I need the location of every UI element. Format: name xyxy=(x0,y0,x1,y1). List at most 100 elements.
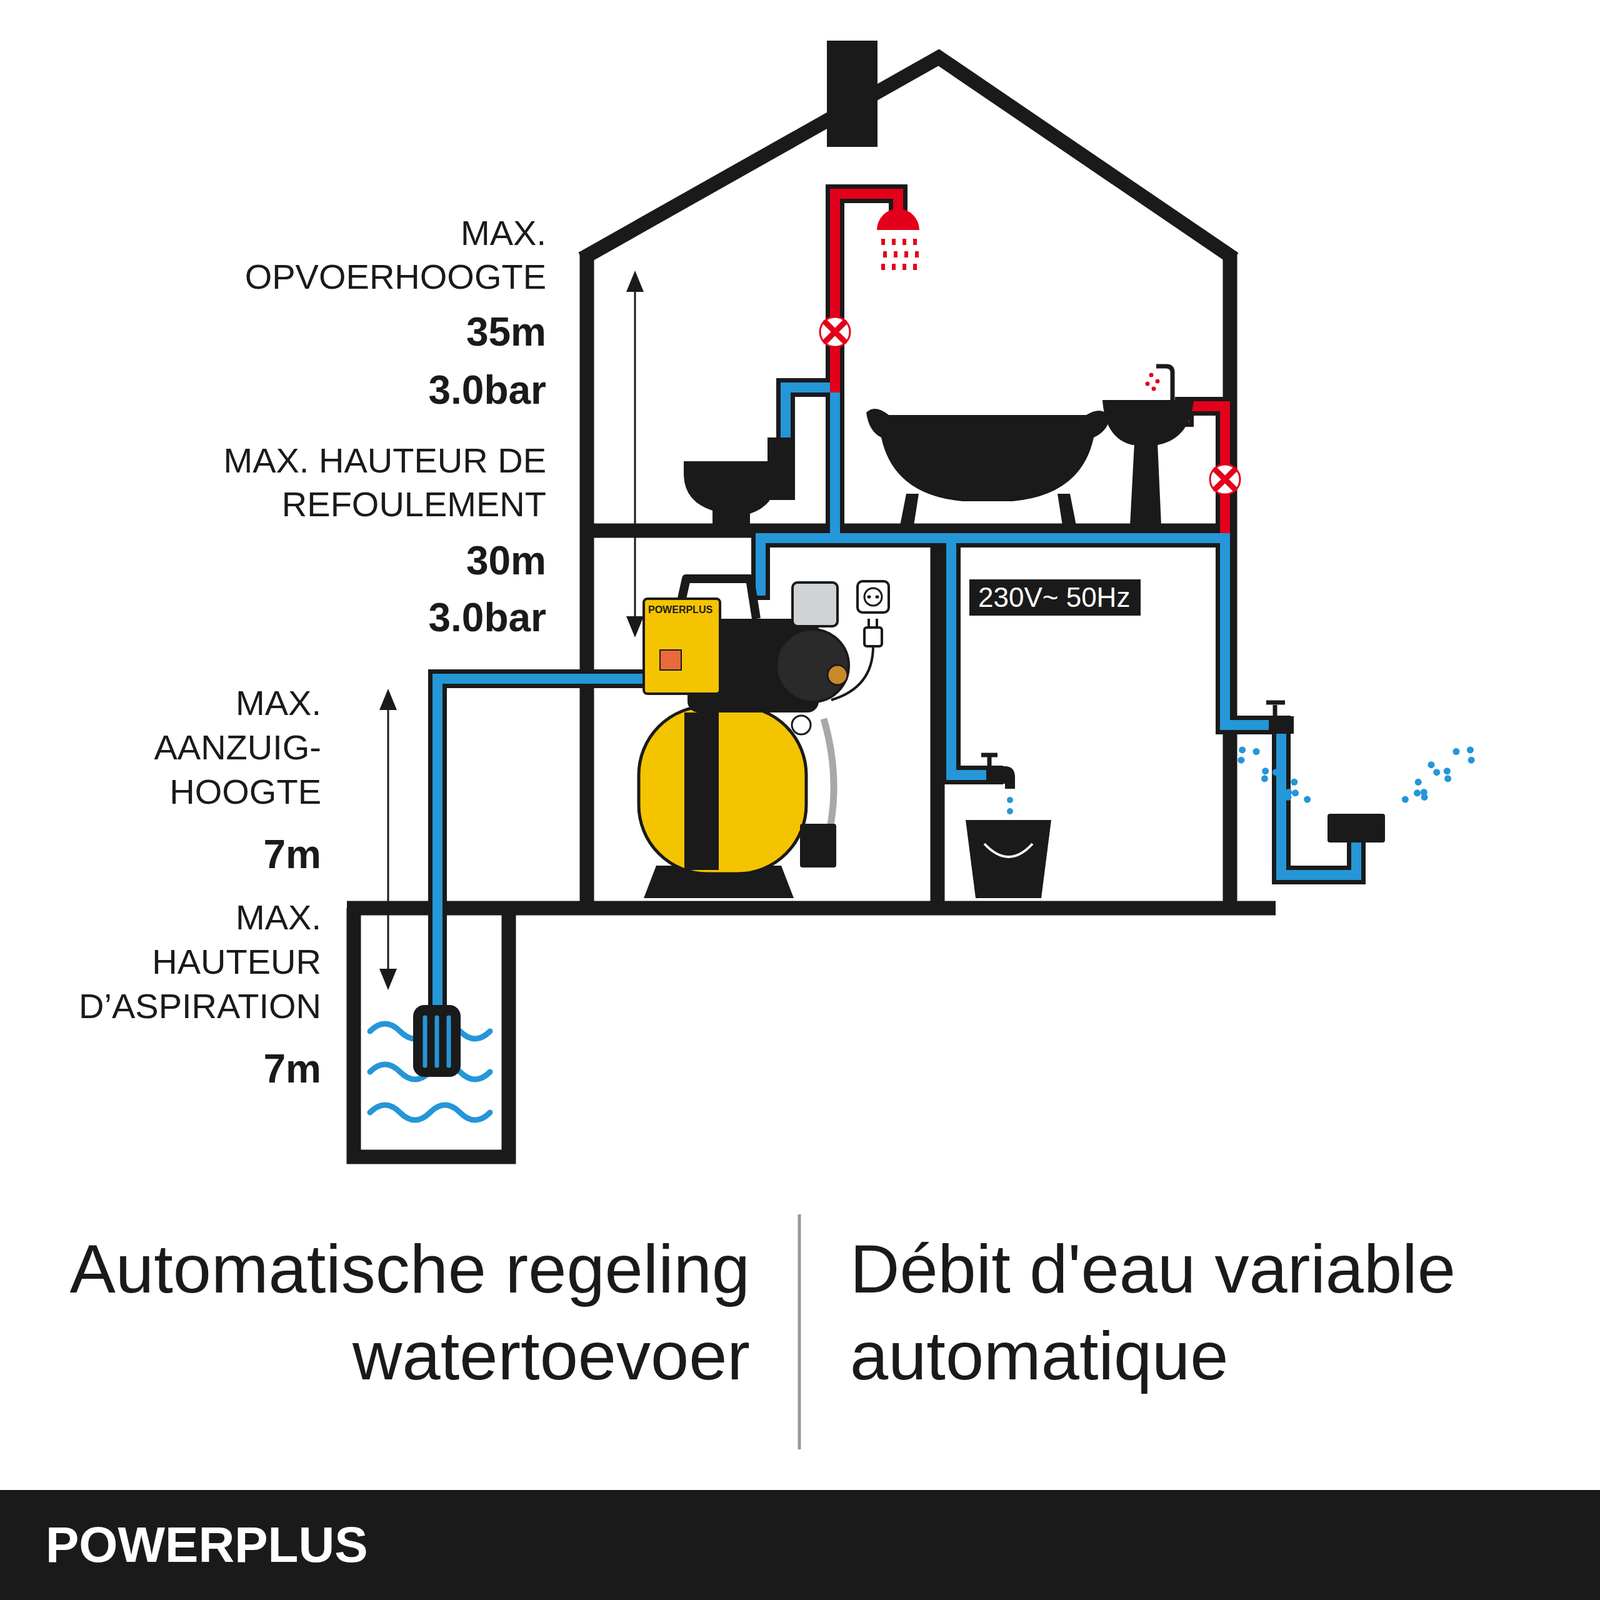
footer-bar xyxy=(0,1490,1600,1600)
dimension-label: MAX. AANZUIG- HOOGTE xyxy=(127,680,322,814)
dimension-label: MAX. OPVOERHOOGTE xyxy=(190,211,547,299)
spray-drop xyxy=(1413,789,1421,797)
spray-drop xyxy=(1303,796,1311,804)
pressure-switch xyxy=(800,823,837,868)
shower-drop xyxy=(915,251,919,258)
brand-logo: POWERPLUS xyxy=(648,603,717,617)
pipe xyxy=(951,538,994,775)
water-drop xyxy=(1006,808,1014,815)
dimension-value: 7m xyxy=(133,1043,322,1094)
strainer-cup xyxy=(792,582,838,627)
spray-drop xyxy=(1277,761,1285,769)
node-text: 230V~ 50Hz xyxy=(978,581,1132,614)
pressure-value: 3.0bar xyxy=(296,365,547,415)
tank-strap xyxy=(684,712,719,870)
pipe-outline xyxy=(951,538,994,775)
spray-drop xyxy=(1428,761,1435,769)
dimension-line xyxy=(387,701,390,978)
brand-name: POWERPLUS xyxy=(45,1490,484,1600)
spray-drop xyxy=(1443,767,1451,775)
shower-drop xyxy=(881,238,885,245)
spray-drop xyxy=(1261,775,1269,782)
dimension-value: 7m xyxy=(133,829,322,880)
spray-drop xyxy=(1468,756,1475,764)
shower-drop xyxy=(891,263,896,270)
plug xyxy=(864,627,882,647)
toilet xyxy=(683,461,775,526)
blocked-marker xyxy=(1210,464,1240,495)
blocked-marker xyxy=(820,316,850,347)
shower-drop xyxy=(891,238,896,245)
marker-circle xyxy=(820,316,850,347)
plug-pins xyxy=(868,618,877,628)
spray-drop xyxy=(1237,756,1245,764)
spray-drop xyxy=(1285,788,1292,796)
arrowhead xyxy=(379,688,397,710)
spray-drop xyxy=(1433,768,1440,776)
spray-drop xyxy=(1272,768,1280,776)
spray-drop xyxy=(1253,748,1260,755)
spray-drop xyxy=(1401,796,1409,804)
shower-drop xyxy=(904,251,909,258)
sprinkler xyxy=(1327,813,1385,843)
hose xyxy=(823,718,834,829)
tap-handle xyxy=(1266,702,1285,717)
marker-cross xyxy=(825,322,845,342)
spray-drop xyxy=(1466,746,1474,754)
spray-drop xyxy=(1290,778,1298,786)
spray-drop xyxy=(1261,767,1269,775)
socket-holes xyxy=(868,595,878,599)
tap xyxy=(1268,716,1294,734)
shower-drop xyxy=(893,251,898,258)
sink-pedestal xyxy=(1130,442,1162,526)
sink-faucet xyxy=(1156,366,1173,400)
pump-housing xyxy=(776,629,849,702)
sink-drop xyxy=(1151,386,1157,392)
socket-ring xyxy=(864,588,882,606)
shower-drop xyxy=(913,238,917,245)
ground-line xyxy=(346,901,1276,916)
sink xyxy=(1102,400,1194,445)
marker-circle xyxy=(1210,464,1240,495)
pressure-gauge xyxy=(791,715,811,735)
dimension-label: MAX. HAUTEUR DE REFOULEMENT xyxy=(190,438,547,527)
foot-valve-slot xyxy=(423,1017,428,1066)
tap xyxy=(986,766,1015,789)
caption: Débit d'eau variable automatique xyxy=(850,1225,1550,1399)
arrowhead xyxy=(379,968,397,990)
pipe-outline xyxy=(437,678,650,1019)
pipe-outline xyxy=(825,387,845,539)
shower-drop xyxy=(902,263,907,270)
foot-valve xyxy=(413,1005,461,1077)
dimension-label: MAX. HAUTEUR D’ASPIRATION xyxy=(68,895,322,1029)
pressure-value: 3.0bar xyxy=(296,592,547,643)
sink-drop xyxy=(1149,373,1154,378)
shower-drop xyxy=(902,238,907,245)
roof xyxy=(581,57,1235,259)
tap-handle xyxy=(981,755,998,767)
socket xyxy=(857,581,889,613)
shower-drop xyxy=(881,263,885,270)
spray-drop xyxy=(1444,775,1452,782)
pump xyxy=(638,578,849,899)
dimension-line xyxy=(634,283,637,625)
marker-cross xyxy=(1215,470,1235,489)
shower-stem xyxy=(893,206,903,213)
spray-drop xyxy=(1238,746,1246,754)
pipe xyxy=(830,387,840,539)
power-switch xyxy=(660,650,682,670)
spray-drop xyxy=(1420,788,1428,796)
dimension-value: 35m xyxy=(296,306,547,357)
pressure-tank xyxy=(638,706,807,874)
outlet-port xyxy=(827,665,848,685)
water-wave xyxy=(370,1105,490,1120)
pipe xyxy=(785,387,835,439)
spray-drop xyxy=(1291,789,1299,797)
spray-drop xyxy=(1415,778,1422,786)
caption: Automatische regeling watertoevoer xyxy=(43,1225,750,1399)
bucket xyxy=(965,820,1052,899)
arrowhead xyxy=(626,616,644,638)
pipe xyxy=(437,678,650,1019)
water-drop xyxy=(1006,796,1014,804)
bathtub xyxy=(866,408,1110,502)
